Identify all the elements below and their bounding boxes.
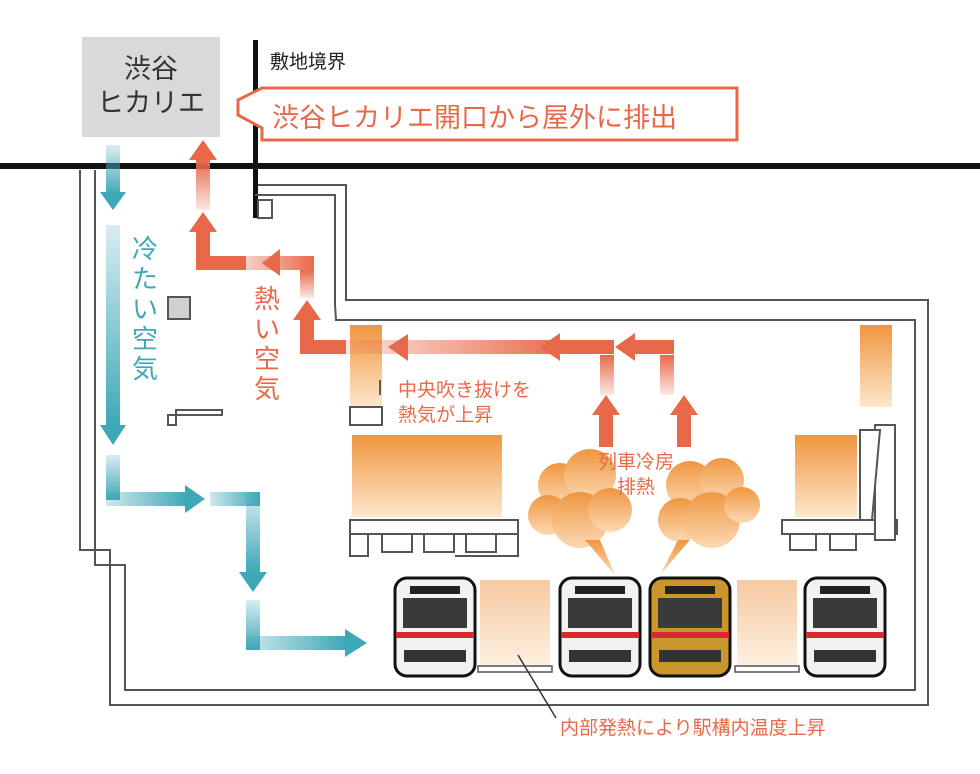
site-boundary-line xyxy=(253,40,258,218)
heat-zone-platform-left xyxy=(352,435,502,517)
platform-right xyxy=(781,424,898,551)
ground-line xyxy=(0,163,980,169)
atrium-rise-label: 中央吹き抜けを 熱気が上昇 xyxy=(398,379,532,426)
train-3 xyxy=(648,576,732,678)
train-2 xyxy=(558,576,642,678)
hot-air-label: 熱 い 空 気 xyxy=(253,285,280,405)
heat-zone-platform-right xyxy=(795,435,857,517)
exhaust-callout-text: 渋谷ヒカリエ開口から屋外に排出 xyxy=(272,103,677,134)
heat-zone-concourse-right xyxy=(860,325,892,407)
heat-zone-track-2 xyxy=(734,580,800,673)
ac-exhaust-cloud-right xyxy=(658,458,760,575)
exhaust-callout-box xyxy=(236,86,739,142)
ac-exhaust-cloud-left xyxy=(528,449,632,575)
underground-structure xyxy=(79,170,929,706)
building-name-line2: ヒカリエ xyxy=(97,88,205,119)
train-1 xyxy=(393,576,477,678)
cold-air-arrow xyxy=(100,145,367,657)
train-4 xyxy=(803,576,887,678)
hot-air-arrow xyxy=(189,140,698,447)
train-ac-exhaust-label: 列車冷房 排熱 xyxy=(598,451,675,498)
heat-zone-track-1 xyxy=(477,580,553,673)
heat-zone-concourse-left xyxy=(349,325,383,426)
platform-left xyxy=(349,519,519,557)
building-name-line1: 渋谷 xyxy=(124,54,178,85)
internal-heat-leader xyxy=(517,654,557,719)
site-boundary-label: 敷地境界 xyxy=(270,51,347,73)
shibuya-hikarie-building: 渋谷 ヒカリエ xyxy=(82,37,220,137)
shaft xyxy=(167,199,273,426)
internal-heat-label: 内部発熱により駅構内温度上昇 xyxy=(560,717,826,739)
cold-air-label: 冷 た い 空 気 xyxy=(131,235,158,385)
